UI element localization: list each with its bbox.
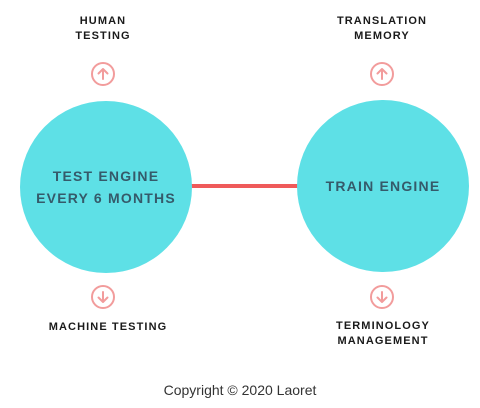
label-terminology-management: TERMINOLOGY MANAGEMENT bbox=[318, 319, 448, 349]
label-line: MEMORY bbox=[354, 30, 410, 42]
connector-line bbox=[190, 184, 302, 188]
node-train-engine: TRAIN ENGINE bbox=[297, 100, 469, 272]
label-line: MACHINE TESTING bbox=[48, 321, 168, 333]
arrow-up-circle-icon bbox=[370, 62, 394, 86]
label-line: HUMAN bbox=[79, 15, 127, 27]
node-label-line: TEST ENGINE bbox=[52, 168, 160, 184]
copyright-text: Copyright © 2020 Laoret bbox=[163, 382, 317, 398]
node-label-line: EVERY 6 MONTHS bbox=[36, 190, 176, 206]
label-translation-memory: TRANSLATION MEMORY bbox=[322, 14, 442, 44]
label-line: MANAGEMENT bbox=[337, 335, 429, 347]
node-label: TRAIN ENGINE bbox=[325, 178, 441, 194]
label-machine-testing: MACHINE TESTING bbox=[33, 320, 183, 335]
arrow-down-circle-icon bbox=[370, 285, 394, 309]
arrow-down-circle-icon bbox=[91, 285, 115, 309]
arrow-up-circle-icon bbox=[91, 62, 115, 86]
label-line: TRANSLATION bbox=[336, 15, 428, 27]
label-line: TERMINOLOGY bbox=[336, 320, 430, 332]
label-human-testing: HUMAN TESTING bbox=[53, 14, 153, 44]
node-label: TEST ENGINE EVERY 6 MONTHS bbox=[36, 165, 176, 209]
node-test-engine: TEST ENGINE EVERY 6 MONTHS bbox=[20, 101, 192, 273]
label-line: TESTING bbox=[75, 30, 131, 42]
